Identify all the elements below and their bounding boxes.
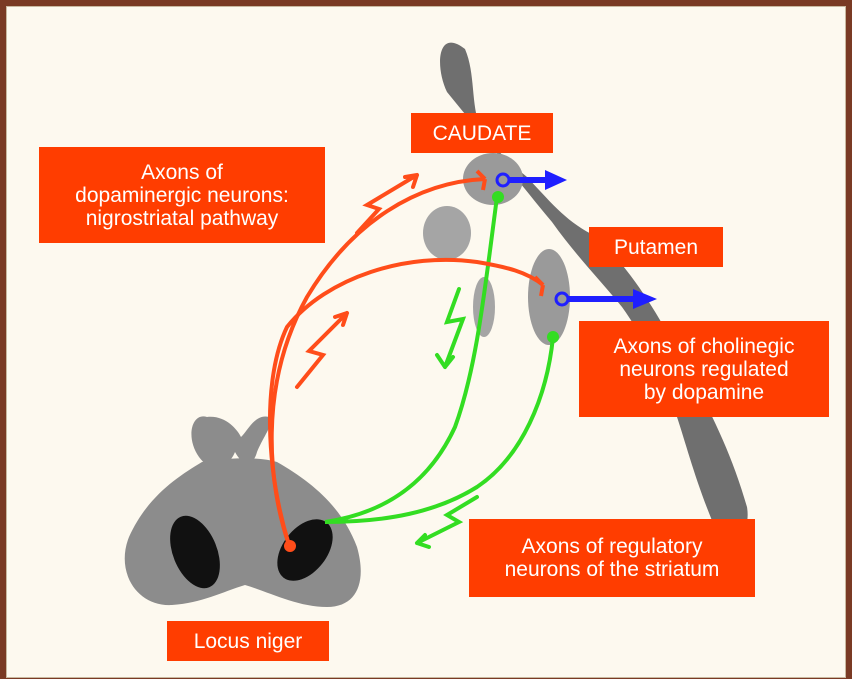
nigrostriatal-label: Axons of dopaminergic neurons: nigrostri… bbox=[39, 147, 325, 243]
regulatory-axon-putamen bbox=[325, 337, 553, 522]
dopaminergic-soma bbox=[284, 540, 296, 552]
regulatory-terminal-putamen bbox=[547, 331, 559, 343]
cholinergic-arrowhead-caudate bbox=[545, 170, 567, 190]
putamen-nucleus bbox=[528, 249, 570, 345]
dopaminergic-lightning-2 bbox=[297, 313, 347, 387]
locus-niger-label: Locus niger bbox=[167, 621, 329, 661]
caudate-label: CAUDATE bbox=[411, 113, 553, 153]
regulatory-lightning-2 bbox=[417, 497, 477, 547]
nucleus-blob-1 bbox=[423, 206, 471, 260]
dopaminergic-lightning-1 bbox=[357, 175, 417, 233]
cholinergic-label: Axons of cholinegic neurons regulated by… bbox=[579, 321, 829, 417]
putamen-label: Putamen bbox=[589, 227, 723, 267]
regulatory-label: Axons of regulatory neurons of the stria… bbox=[469, 519, 755, 597]
regulatory-lightning-1 bbox=[437, 289, 463, 367]
brainstem-section bbox=[125, 416, 361, 607]
regulatory-terminal-caudate bbox=[492, 191, 504, 203]
diagram-frame: CAUDATE Putamen Axons of dopaminergic ne… bbox=[6, 6, 846, 678]
regulatory-axon-caudate bbox=[325, 197, 497, 522]
